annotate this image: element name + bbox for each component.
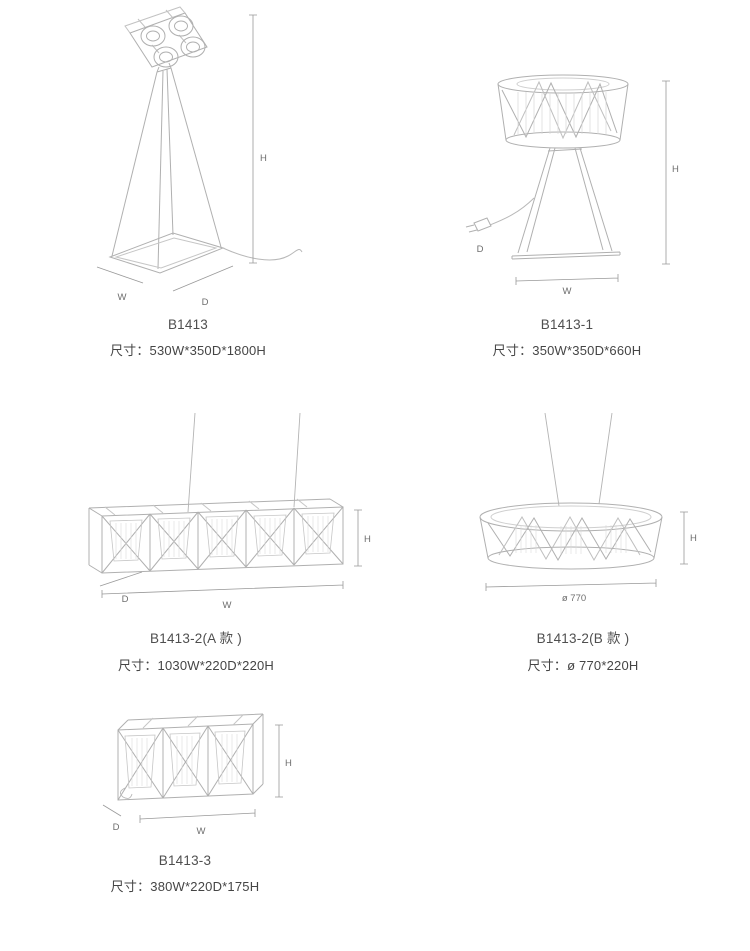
depth-label: D bbox=[113, 822, 120, 833]
product-name: B1413-2(B 款 ) bbox=[536, 631, 630, 646]
product-card-b1413-1: B1413-1 尺寸：350W*350D*660H bbox=[467, 317, 667, 359]
dimension-depth bbox=[172, 265, 234, 292]
product-card-b1413-3: B1413-3 尺寸：380W*220D*175H bbox=[85, 853, 285, 895]
lamp-base bbox=[108, 232, 225, 274]
product-size: 尺寸：350W*350D*660H bbox=[492, 343, 642, 358]
diameter-label: ø 770 bbox=[562, 593, 586, 604]
dimension-width bbox=[515, 274, 619, 285]
ceiling-lamp-drawing: H W D bbox=[102, 713, 292, 837]
truss-frame bbox=[88, 498, 344, 574]
height-label: H bbox=[364, 534, 371, 545]
product-size: 尺寸：530W*350D*1800H bbox=[109, 343, 267, 358]
lamp-shade bbox=[497, 74, 629, 149]
power-cord bbox=[489, 197, 535, 226]
round-pendant-drawing: H ø 770 bbox=[479, 413, 697, 604]
depth-label: D bbox=[122, 594, 129, 605]
height-label: H bbox=[690, 533, 697, 544]
dimension-height bbox=[275, 724, 283, 798]
dimension-height bbox=[354, 509, 362, 567]
product-card-b1413-2a: B1413-2(A 款 ) 尺寸：1030W*220D*220H bbox=[96, 627, 296, 674]
dimension-height bbox=[680, 511, 688, 565]
height-label: H bbox=[285, 758, 292, 769]
product-name: B1413 bbox=[167, 317, 209, 332]
lamp-stand bbox=[511, 147, 621, 260]
width-label: W bbox=[197, 826, 206, 837]
product-name: B1413-2(A 款 ) bbox=[150, 631, 242, 646]
width-label: W bbox=[223, 600, 232, 611]
height-label: H bbox=[672, 164, 679, 175]
product-size: 尺寸：380W*220D*175H bbox=[110, 879, 260, 894]
product-size: 尺寸：ø 770*220H bbox=[527, 658, 639, 673]
width-label: W bbox=[118, 292, 127, 303]
dimension-height bbox=[249, 14, 257, 264]
height-label: H bbox=[260, 153, 267, 164]
cord-curl bbox=[120, 787, 133, 799]
power-plug bbox=[465, 217, 492, 233]
product-name: B1413-3 bbox=[158, 853, 212, 868]
spotlight-head bbox=[124, 6, 208, 68]
product-card-b1413: B1413 尺寸：530W*350D*1800H bbox=[88, 317, 288, 359]
depth-label: D bbox=[477, 244, 484, 255]
floor-lamp-drawing: H W D bbox=[96, 6, 303, 308]
suspension-wires bbox=[544, 413, 613, 507]
power-cord bbox=[222, 247, 303, 261]
dimension-width bbox=[96, 266, 144, 284]
dimension-depth bbox=[99, 571, 143, 587]
box-truss bbox=[117, 713, 264, 801]
drum-truss bbox=[479, 502, 663, 570]
dimension-width bbox=[139, 809, 256, 823]
width-label: W bbox=[563, 286, 572, 297]
dimension-height bbox=[662, 80, 670, 265]
pleated-shades bbox=[124, 730, 246, 789]
table-lamp-drawing: H W D bbox=[465, 74, 679, 297]
pleated-shades bbox=[109, 512, 335, 562]
product-name: B1413-1 bbox=[540, 317, 594, 332]
depth-label: D bbox=[202, 297, 209, 308]
lamp-legs bbox=[111, 62, 222, 270]
product-card-b1413-2b: B1413-2(B 款 ) 尺寸：ø 770*220H bbox=[483, 627, 683, 674]
suspension-wires bbox=[187, 413, 301, 513]
dimension-width bbox=[101, 581, 344, 598]
dimension-depth bbox=[102, 804, 122, 817]
linear-pendant-drawing: H W D bbox=[88, 413, 371, 611]
dimension-diameter bbox=[485, 579, 657, 591]
product-size: 尺寸：1030W*220D*220H bbox=[117, 658, 275, 673]
